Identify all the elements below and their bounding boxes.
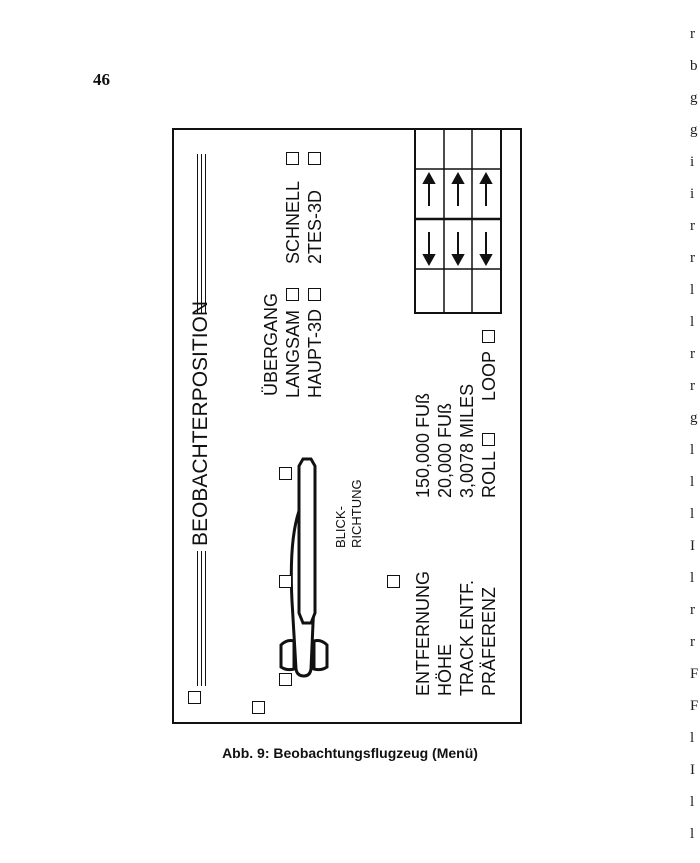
edge-letter: l	[690, 474, 695, 490]
arrow-up-icons	[422, 171, 493, 206]
edge-letter: l	[690, 282, 695, 298]
edge-letter: I	[690, 762, 695, 778]
page-number: 46	[93, 70, 110, 89]
field-value-distance[interactable]: 150,000 FUß	[413, 392, 433, 498]
figure-caption: Abb. 9: Beobachtungsflugzeug (Menü)	[222, 745, 478, 761]
position-tail-checkbox[interactable]	[252, 701, 265, 714]
view-direction-label-1: BLICK-	[333, 506, 348, 548]
transition-title: ÜBERGANG	[261, 292, 281, 396]
edge-letter: l	[690, 826, 695, 842]
title-line-left-3	[205, 551, 206, 686]
edge-letter: l	[690, 570, 695, 586]
view-direction-label-2: RICHTUNG	[349, 479, 364, 548]
field-value-track-distance[interactable]: 3,0078 MILES	[457, 383, 477, 498]
menu-rotated-content: BEOBACHTERPOSITION BLICK- RICHTUNG ÜBERG…	[174, 128, 520, 722]
field-label-altitude: HÖHE	[435, 643, 455, 696]
title-line-right-3	[205, 154, 206, 314]
direction-arrow-grid[interactable]	[414, 128, 504, 314]
fast-label: SCHNELL	[283, 180, 303, 264]
edge-letter: r	[690, 346, 695, 362]
edge-letter: r	[690, 26, 695, 42]
edge-letter: l	[690, 314, 695, 330]
edge-letter: r	[690, 218, 695, 234]
title-line-left-2	[201, 551, 202, 686]
corner-checkbox[interactable]	[188, 691, 201, 704]
edge-letter: g	[690, 90, 698, 106]
edge-letter: r	[690, 250, 695, 266]
second-3d-checkbox[interactable]	[308, 152, 321, 165]
edge-letter: F	[690, 666, 699, 682]
arrow-down-icons	[422, 232, 493, 267]
edge-letter: r	[690, 602, 695, 618]
edge-letter: F	[690, 698, 699, 714]
edge-letter: g	[690, 122, 698, 138]
edge-letter: i	[690, 186, 695, 202]
roll-checkbox[interactable]	[482, 433, 495, 446]
edge-letter: b	[690, 58, 698, 74]
observer-menu-panel: BEOBACHTERPOSITION BLICK- RICHTUNG ÜBERG…	[172, 128, 522, 724]
second-3d-label: 2TES-3D	[305, 189, 325, 264]
field-label-distance: ENTFERNUNG	[413, 571, 433, 696]
loop-label: LOOP	[479, 350, 499, 401]
field-label-track-distance: TRACK ENTF.	[457, 579, 477, 696]
edge-letter: r	[690, 378, 695, 394]
edge-letter: r	[690, 634, 695, 650]
field-label-preference: PRÄFERENZ	[479, 586, 499, 696]
field-value-altitude[interactable]: 20,000 FUß	[435, 402, 455, 498]
title-line-left-1	[197, 551, 198, 686]
edge-letter: l	[690, 730, 695, 746]
edge-letter: i	[690, 154, 695, 170]
slow-label: LANGSAM	[283, 309, 303, 398]
position-nose-checkbox[interactable]	[387, 575, 400, 588]
slow-checkbox[interactable]	[286, 288, 299, 301]
roll-label: ROLL	[479, 450, 499, 498]
edge-letter: l	[690, 506, 695, 522]
airplane-top-view-icon	[279, 457, 329, 678]
position-left-wing-checkbox[interactable]	[279, 673, 292, 686]
main-3d-label: HAUPT-3D	[305, 308, 325, 398]
main-3d-checkbox[interactable]	[308, 288, 321, 301]
edge-letter: I	[690, 538, 695, 554]
title-line-right-1	[197, 154, 198, 314]
edge-letter: g	[690, 410, 698, 426]
edge-letter: l	[690, 442, 695, 458]
position-center-checkbox[interactable]	[279, 575, 292, 588]
edge-letter: l	[690, 794, 695, 810]
fast-checkbox[interactable]	[286, 152, 299, 165]
menu-title: BEOBACHTERPOSITION	[189, 300, 212, 546]
position-right-wing-checkbox[interactable]	[279, 467, 292, 480]
title-line-right-2	[201, 154, 202, 314]
loop-checkbox[interactable]	[482, 330, 495, 343]
